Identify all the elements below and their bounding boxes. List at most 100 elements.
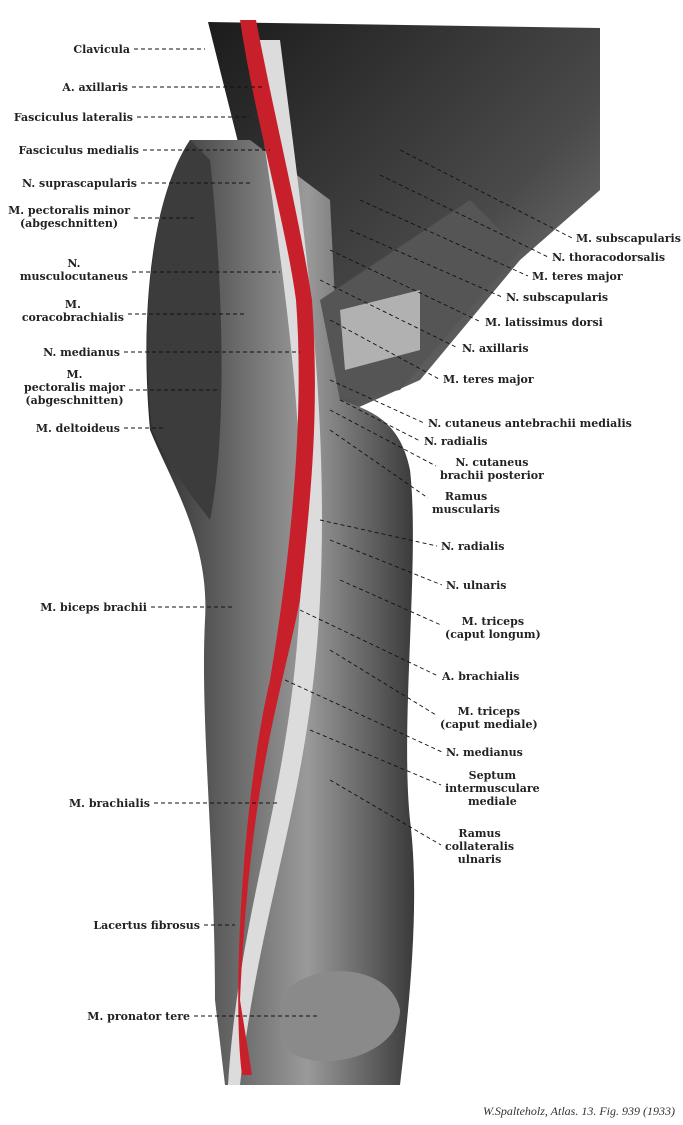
- label-line: M. latissimus dorsi: [485, 316, 603, 329]
- leader-line: [329, 409, 437, 467]
- axillary-artery: [238, 20, 315, 1075]
- label-line: A. brachialis: [442, 670, 520, 683]
- label-line: M. triceps: [461, 615, 525, 628]
- label-left: N. suprascapularis: [22, 177, 137, 190]
- leader-line: [319, 519, 438, 547]
- leader-line: [359, 199, 529, 277]
- label-line: collateralis: [445, 840, 515, 853]
- label-line: (abgeschnitten): [25, 394, 124, 407]
- label-line: M. teres major: [532, 270, 623, 283]
- label-left: Clavicula: [73, 43, 130, 56]
- label-line: M. brachialis: [68, 797, 150, 810]
- label-line: M. triceps: [457, 705, 521, 718]
- label-left: M.pectoralis major(abgeschnitten): [24, 368, 125, 407]
- leader-line: [299, 609, 439, 677]
- leader-line: [319, 279, 459, 349]
- leader-line: [284, 679, 443, 753]
- leader-line: [309, 729, 442, 786]
- label-line: N. medianus: [446, 746, 523, 759]
- label-right: N. subscapularis: [506, 291, 608, 304]
- label-left: N. medianus: [43, 346, 120, 359]
- label-right: M. triceps(caput longum): [445, 615, 541, 641]
- label-line: Ramus: [444, 490, 488, 503]
- label-line: Fasciculus lateralis: [13, 111, 133, 124]
- leader-line: [379, 174, 549, 258]
- leader-line: [329, 779, 442, 846]
- label-line: Septum: [468, 769, 517, 782]
- label-line: M. subscapularis: [576, 232, 681, 245]
- label-line: Lacertus fibrosus: [93, 919, 200, 932]
- label-line: N. suprascapularis: [22, 177, 137, 190]
- label-left: M. pronator tere: [87, 1010, 190, 1023]
- label-line: N. axillaris: [462, 342, 529, 355]
- label-left: M. pectoralis minor(abgeschnitten): [8, 204, 130, 230]
- label-left: M. deltoideus: [36, 422, 120, 435]
- label-line: M. deltoideus: [35, 422, 120, 435]
- label-right: N. radialis: [424, 435, 487, 448]
- label-right: N. axillaris: [462, 342, 529, 355]
- label-line: M.: [66, 368, 83, 381]
- label-line: N. subscapularis: [506, 291, 609, 304]
- leader-line: [329, 539, 443, 586]
- label-left: A. axillaris: [62, 81, 128, 94]
- leader-line: [329, 379, 425, 424]
- label-left: Fasciculus lateralis: [14, 111, 133, 124]
- label-line: ulnaris: [457, 853, 502, 866]
- label-line: M. pectoralis minor: [8, 204, 130, 217]
- label-left: Fasciculus medialis: [19, 144, 139, 157]
- label-left: M. biceps brachii: [40, 601, 147, 614]
- leader-line: [339, 399, 421, 442]
- label-line: (caput mediale): [440, 718, 538, 731]
- label-line: brachii posterior: [440, 469, 544, 482]
- label-line: N. medianus: [43, 346, 120, 359]
- label-line: Clavicula: [73, 43, 130, 56]
- label-right: N. ulnaris: [446, 579, 506, 592]
- label-right: A. brachialis: [442, 670, 519, 683]
- label-right: M. triceps(caput mediale): [440, 705, 538, 731]
- label-line: coracobrachialis: [21, 311, 124, 324]
- label-line: N. cutaneus antebrachii medialis: [428, 417, 632, 430]
- figure-caption: W.Spalteholz, Atlas. 13. Fig. 939 (1933): [483, 1104, 675, 1118]
- label-line: N. cutaneus: [455, 456, 529, 469]
- label-right: M. teres major: [443, 373, 534, 386]
- teres-tendon: [340, 290, 420, 370]
- label-line: M. teres major: [443, 373, 534, 386]
- label-line: pectoralis major: [24, 381, 125, 394]
- label-right: N. radialis: [441, 540, 504, 553]
- label-left: N.musculocutaneus: [20, 257, 128, 283]
- label-line: N. radialis: [424, 435, 488, 448]
- label-line: Ramus: [458, 827, 501, 840]
- label-line: Fasciculus medialis: [18, 144, 139, 157]
- label-line: N. thoracodorsalis: [552, 251, 666, 264]
- label-right: N. cutaneus antebrachii medialis: [428, 417, 632, 430]
- label-left: Lacertus fibrosus: [93, 919, 200, 932]
- label-line: mediale: [467, 795, 517, 808]
- label-line: intermusculare: [445, 782, 540, 795]
- label-line: (caput longum): [445, 628, 541, 641]
- label-line: (abgeschnitten): [19, 217, 119, 230]
- label-line: N. ulnaris: [446, 579, 507, 592]
- label-line: N.: [67, 257, 81, 270]
- leader-line: [339, 579, 442, 626]
- label-line: N. radialis: [441, 540, 505, 553]
- elbow-bulge: [280, 971, 400, 1062]
- label-line: muscularis: [432, 503, 500, 516]
- label-line: musculocutaneus: [19, 270, 128, 283]
- label-right: N. medianus: [446, 746, 523, 759]
- label-line: A. axillaris: [62, 81, 128, 94]
- label-line: M. pronator tere: [87, 1010, 190, 1023]
- deltoid: [147, 140, 222, 520]
- label-line: M.: [64, 298, 81, 311]
- label-line: M. biceps brachii: [40, 601, 147, 614]
- label-right: M. latissimus dorsi: [485, 316, 603, 329]
- leader-line: [399, 149, 573, 239]
- label-right: M. subscapularis: [576, 232, 681, 245]
- leader-line: [329, 429, 429, 499]
- label-right: M. teres major: [532, 270, 623, 283]
